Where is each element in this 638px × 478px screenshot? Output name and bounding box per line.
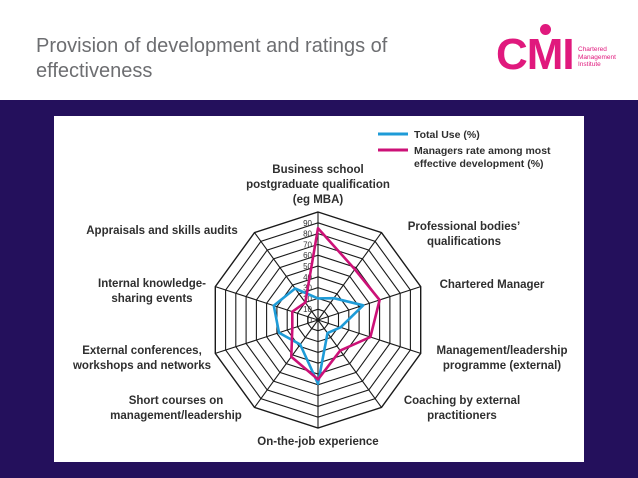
logo-line-1: Chartered xyxy=(578,46,607,53)
legend-label-total-use: Total Use (%) xyxy=(414,129,480,141)
legend-label-line: effective development (%) xyxy=(414,158,544,170)
legend-label-line: Managers rate among most xyxy=(414,145,551,157)
category-label-line: Business school xyxy=(272,164,363,176)
cmi-logo: CMI Chartered Management Institute xyxy=(496,24,626,88)
category-label: Chartered Manager xyxy=(440,279,545,291)
grid-spoke xyxy=(215,319,319,354)
category-label-line: (eg MBA) xyxy=(293,194,344,206)
axis-tick-label: 20 xyxy=(303,294,312,303)
grid-spoke xyxy=(254,232,319,321)
axis-tick-label: 70 xyxy=(303,240,312,249)
category-label: On-the-job experience xyxy=(257,436,378,448)
category-label: Internal knowledge-sharing events xyxy=(98,278,206,305)
slide-title: Provision of development and ratings of … xyxy=(36,35,388,82)
category-label-line: qualifications xyxy=(427,236,501,248)
series-line-total-use xyxy=(272,287,365,386)
category-label-line: postgraduate qualification xyxy=(246,179,390,191)
category-label-line: Internal knowledge- xyxy=(98,278,206,290)
category-label-line: Professional bodies’ xyxy=(408,221,520,233)
category-label-line: External conferences, xyxy=(82,345,202,357)
category-label-line: Management/leadership xyxy=(436,345,567,357)
grid-spoke xyxy=(215,286,319,321)
category-label-line: programme (external) xyxy=(443,360,561,372)
category-label: Coaching by external practitioners xyxy=(404,395,520,422)
logo-text: Chartered Management Institute xyxy=(578,46,616,69)
logo-line-3: Institute xyxy=(578,61,601,68)
category-label-line: Coaching by external xyxy=(404,395,520,407)
category-label: Short courses on management/leadership xyxy=(110,395,242,422)
grid-spoke xyxy=(317,232,382,321)
category-label: Professional bodies’ qualifications xyxy=(408,221,520,248)
category-label-line: workshops and networks xyxy=(72,360,211,372)
grid-spoke xyxy=(317,286,421,321)
category-label-line: practitioners xyxy=(427,410,497,422)
grid-spoke xyxy=(254,319,319,408)
axis-tick-label: 80 xyxy=(303,230,312,239)
category-label-line: sharing events xyxy=(111,293,192,305)
category-label: External conferences, workshops and netwo… xyxy=(72,345,211,372)
chart-panel xyxy=(54,116,584,462)
category-label: Management/leadership programme (external… xyxy=(436,345,567,372)
logo-line-2: Management xyxy=(578,53,616,61)
axis-tick-label: 10 xyxy=(303,305,312,314)
logo-dot xyxy=(540,24,551,35)
series-line-managers-rate xyxy=(289,226,381,381)
category-label-line: Appraisals and skills audits xyxy=(86,225,237,237)
axis-tick-label: 0 xyxy=(308,316,313,325)
axis-tick-label: 60 xyxy=(303,251,312,260)
category-label: Business school postgraduate qualificatio… xyxy=(246,164,390,206)
category-label-line: On-the-job experience xyxy=(257,436,378,448)
category-label: Appraisals and skills audits xyxy=(86,225,237,237)
category-label-line: management/leadership xyxy=(110,410,242,422)
axis-tick-label: 40 xyxy=(303,273,312,282)
category-label-line: Chartered Manager xyxy=(440,279,545,291)
axis-tick-label: 90 xyxy=(303,219,312,228)
axis-tick-label: 50 xyxy=(303,262,312,271)
grid-spoke xyxy=(317,319,382,408)
logo-mark: CMI xyxy=(496,30,575,79)
category-label-line: Short courses on xyxy=(129,395,224,407)
